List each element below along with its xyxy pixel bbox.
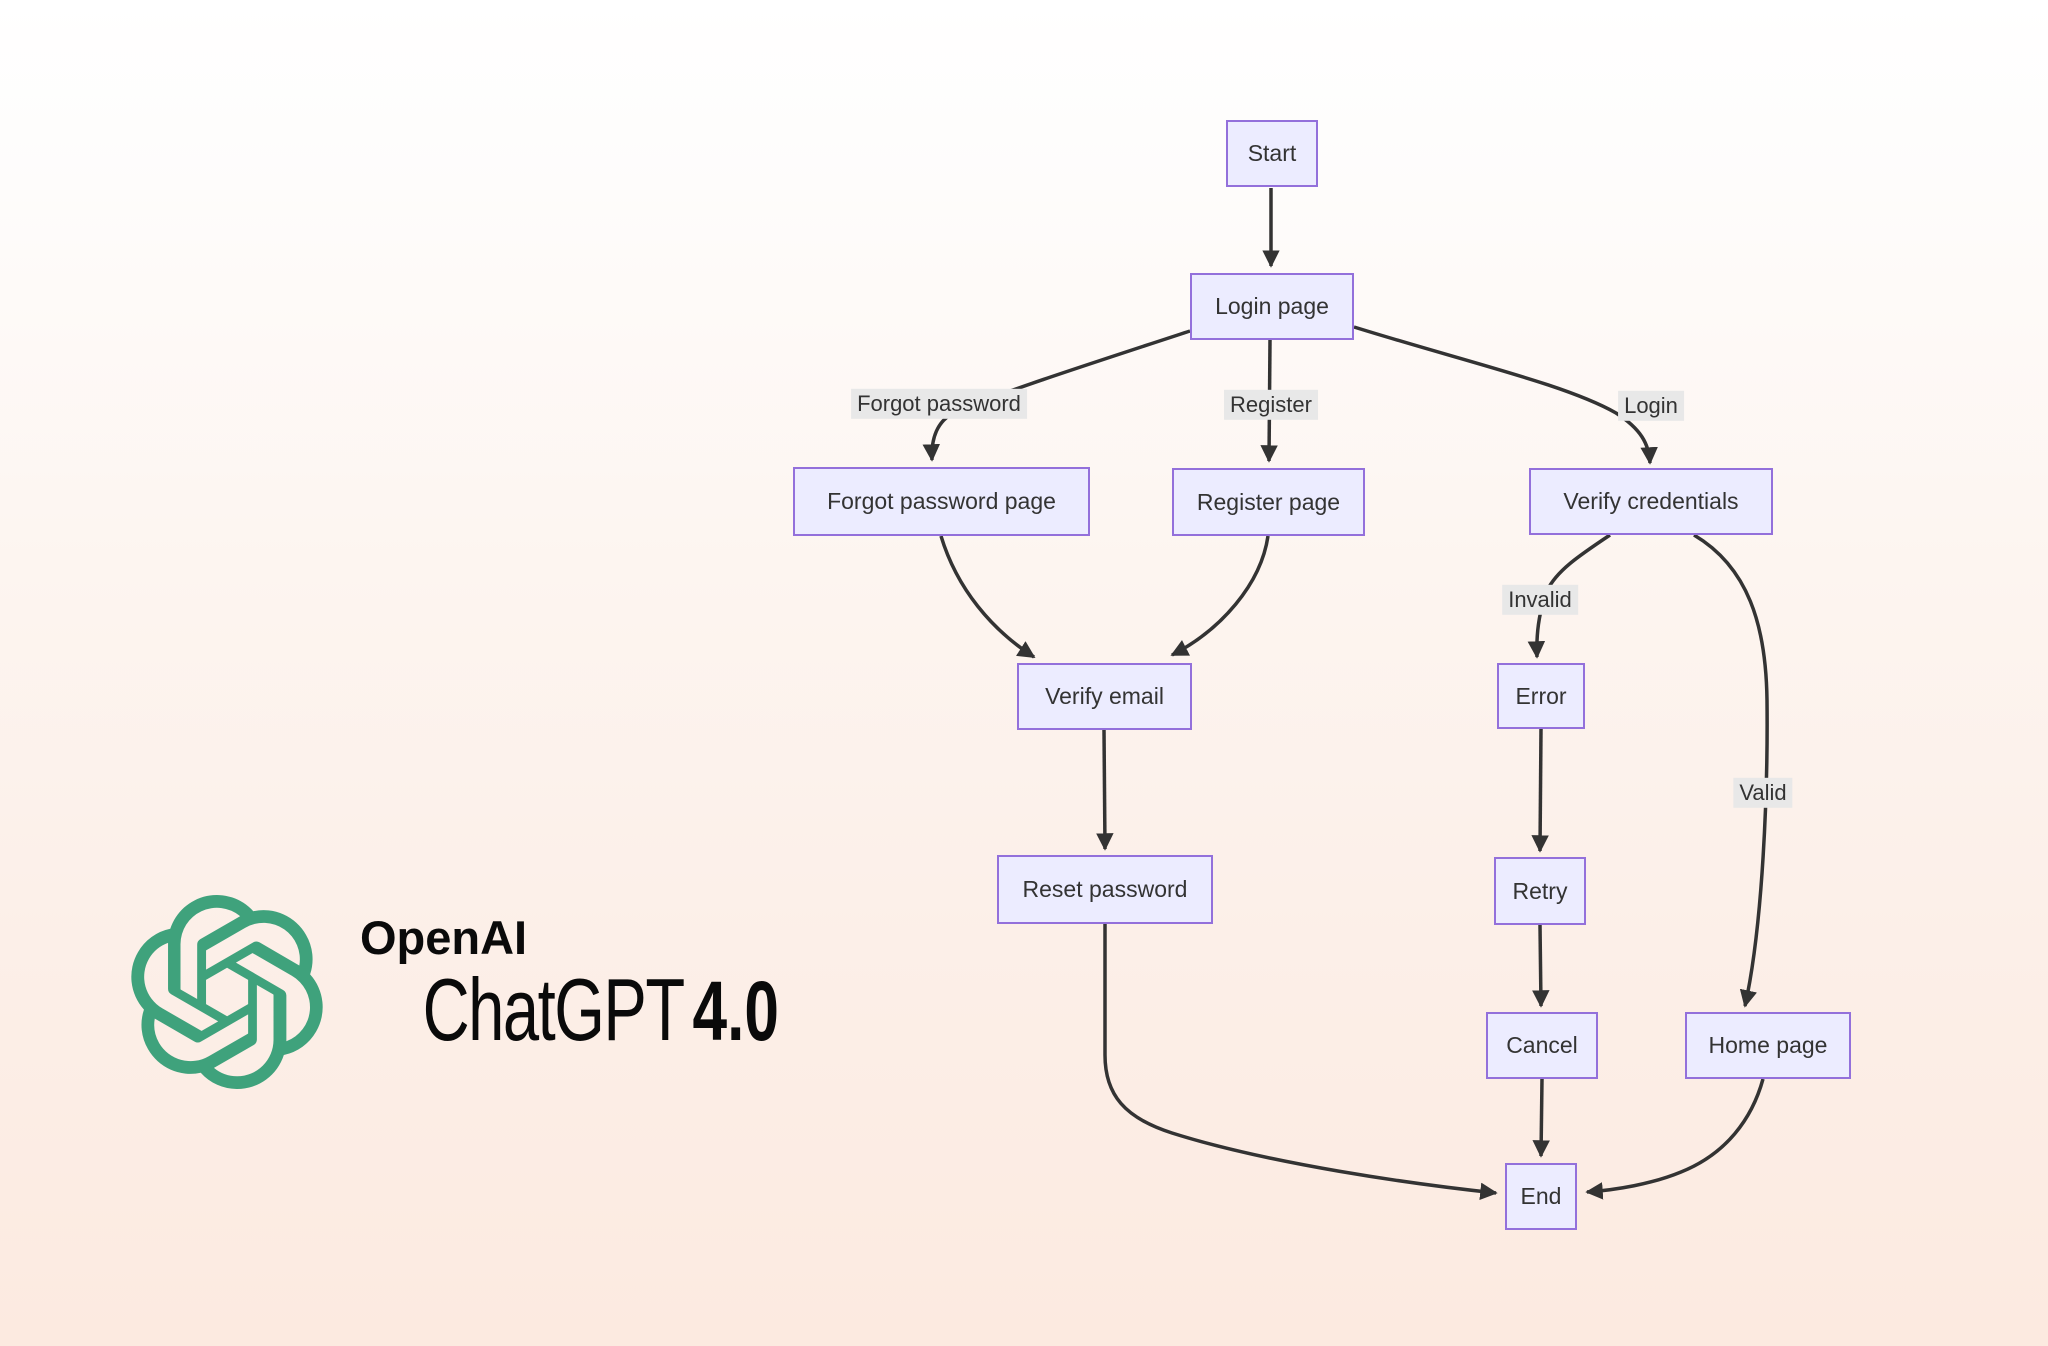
edge-label-register: Register	[1224, 389, 1318, 421]
edge-reset-password-end	[1103, 924, 1498, 1201]
brand-product-line: ChatGPT 4.0	[423, 966, 779, 1054]
brand-product-name: ChatGPT	[422, 960, 686, 1060]
edge-label-valid: Valid	[1733, 777, 1793, 809]
node-forgot-password-page: Forgot password page	[793, 467, 1090, 536]
node-reset-password: Reset password	[997, 855, 1213, 924]
node-retry: Retry	[1494, 857, 1586, 925]
node-verify-email: Verify email	[1017, 663, 1192, 730]
node-end: End	[1505, 1163, 1577, 1230]
edge-verify-credentials-home-page	[1693, 533, 1769, 1008]
node-register-page: Register page	[1172, 468, 1365, 536]
node-verify-credentials: Verify credentials	[1529, 468, 1773, 535]
edge-forgot-page-verify-email	[939, 535, 1036, 659]
openai-logo-icon	[131, 895, 323, 1089]
edge-register-page-verify-email	[1170, 535, 1270, 657]
node-login-page: Login page	[1190, 273, 1354, 340]
node-cancel: Cancel	[1486, 1012, 1598, 1079]
edge-label-login: Login	[1618, 390, 1684, 422]
edge-retry-cancel	[1532, 924, 1550, 1008]
brand-text: OpenAI ChatGPT 4.0	[360, 913, 842, 1054]
edge-verify-email-reset-password	[1096, 729, 1114, 851]
node-error: Error	[1497, 663, 1585, 729]
branding-block: OpenAI ChatGPT 4.0	[130, 895, 842, 1089]
node-start: Start	[1226, 120, 1318, 187]
node-home-page: Home page	[1685, 1012, 1851, 1079]
edge-cancel-end	[1532, 1078, 1550, 1158]
edge-home-page-end	[1585, 1078, 1765, 1200]
brand-company-name: OpenAI	[360, 911, 528, 964]
edge-error-retry	[1531, 728, 1549, 853]
edge-login-verify-credentials	[1353, 325, 1658, 465]
edge-label-invalid: Invalid	[1502, 584, 1578, 616]
brand-version: 4.0	[692, 964, 779, 1059]
edge-label-forgot-password: Forgot password	[851, 388, 1027, 420]
